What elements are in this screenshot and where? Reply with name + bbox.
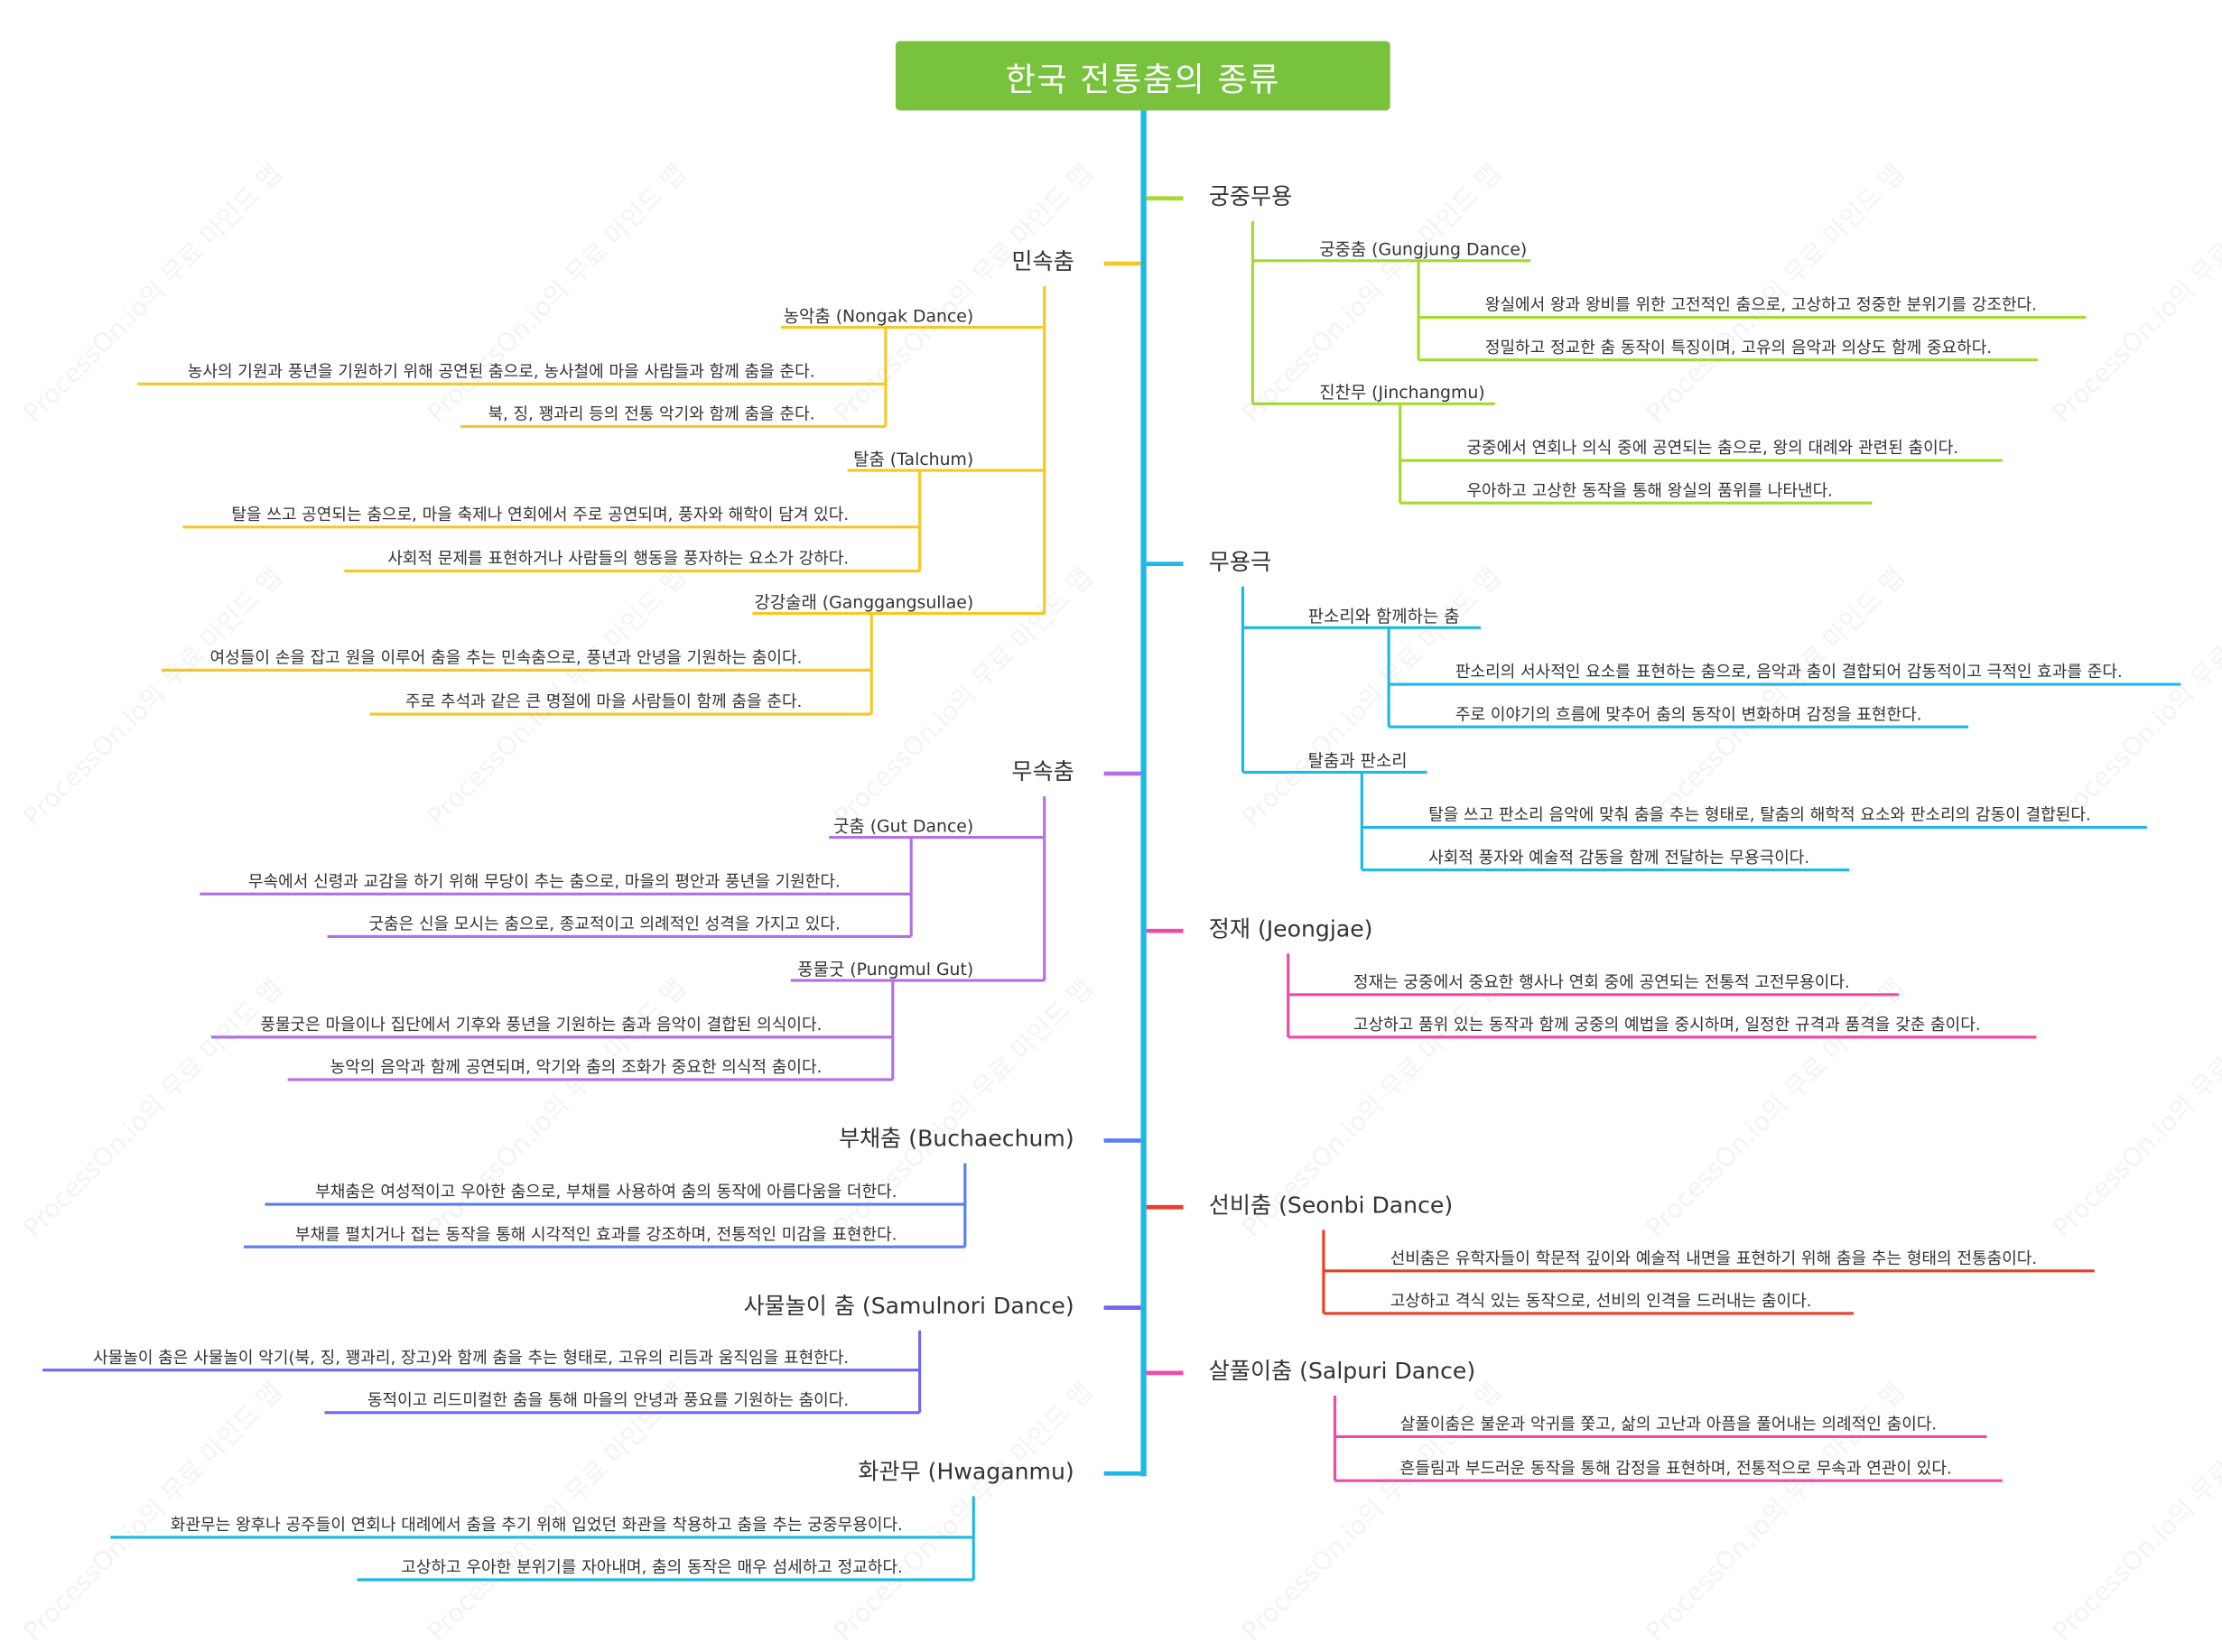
subtopic[interactable]: 궁중춤 (Gungjung Dance) [1319,239,1528,260]
branch-topic[interactable]: 사물놀이 춤 (Samulnori Dance) [743,1292,1074,1320]
subtopic[interactable]: 강강술래 (Ganggangsullae) [754,592,974,613]
branch-topic[interactable]: 무용극 [1208,548,1272,576]
note-text[interactable]: 풍물굿은 마을이나 집단에서 기후와 풍년을 기원하는 춤과 음악이 결합된 의… [260,1014,823,1035]
note-text[interactable]: 우아하고 고상한 동작을 통해 왕실의 품위를 나타낸다. [1466,480,1833,501]
note-text[interactable]: 굿춤은 신을 모시는 춤으로, 종교적이고 의례적인 성격을 가지고 있다. [368,914,841,934]
note-text[interactable]: 부채를 펼치거나 접는 동작을 통해 시각적인 효과를 강조하며, 전통적인 미… [294,1224,897,1245]
branch-topic[interactable]: 살풀이춤 (Salpuri Dance) [1208,1357,1476,1385]
note-text[interactable]: 화관무는 왕후나 공주들이 연회나 대례에서 춤을 추기 위해 입었던 화관을 … [170,1514,903,1535]
branch-topic[interactable]: 민속춤 [1011,247,1074,275]
subtopic[interactable]: 판소리와 함께하는 춤 [1307,606,1460,626]
note-text[interactable]: 흔들림과 부드러운 동작을 통해 감정을 표현하며, 전통적으로 무속과 연관이… [1399,1458,1952,1478]
note-text[interactable]: 탈을 쓰고 공연되는 춤으로, 마을 축제나 연회에서 주로 공연되며, 풍자와… [231,504,850,524]
note-text[interactable]: 동적이고 리드미컬한 춤을 통해 마을의 안녕과 풍요를 기원하는 춤이다. [367,1389,850,1410]
subtopic[interactable]: 굿춤 (Gut Dance) [833,816,974,837]
note-text[interactable]: 정밀하고 정교한 춤 동작이 특징이며, 고유의 음악과 의상도 함께 중요하다… [1484,337,1993,357]
note-text[interactable]: 사회적 풍자와 예술적 감동을 함께 전달하는 무용극이다. [1428,847,1810,868]
branch-topic[interactable]: 화관무 (Hwaganmu) [858,1458,1074,1485]
branch-topic[interactable]: 선비춤 (Seonbi Dance) [1208,1191,1454,1219]
root-topic-label: 한국 전통춤의 종류 [1005,61,1280,99]
subtopic[interactable]: 진찬무 (Jinchangmu) [1319,382,1485,403]
note-text[interactable]: 궁중에서 연회나 의식 중에 공연되는 춤으로, 왕의 대례와 관련된 춤이다. [1466,437,1959,458]
note-text[interactable]: 고상하고 격식 있는 동작으로, 선비의 인격을 드러내는 춤이다. [1390,1290,1812,1311]
note-text[interactable]: 탈을 쓰고 판소리 음악에 맞춰 춤을 추는 형태로, 탈춤의 해학적 요소와 … [1428,804,2091,825]
branch-topic[interactable]: 궁중무용 [1208,182,1293,210]
branch-topic[interactable]: 부채춤 (Buchaechum) [838,1125,1074,1153]
note-text[interactable]: 농사의 기원과 풍년을 기원하기 위해 공연된 춤으로, 농사철에 마을 사람들… [187,361,815,382]
root-topic[interactable]: 한국 전통춤의 종류 [895,41,1390,111]
note-text[interactable]: 부채춤은 여성적이고 우아한 춤으로, 부채를 사용하여 춤의 동작에 아름다움… [315,1181,897,1202]
note-text[interactable]: 정재는 궁중에서 중요한 행사나 연회 중에 공연되는 전통적 고전무용이다. [1353,971,1850,992]
note-text[interactable]: 고상하고 우아한 분위기를 자아내며, 춤의 동작은 매우 섬세하고 정교하다. [401,1556,903,1577]
note-text[interactable]: 무속에서 신령과 교감을 하기 위해 무당이 추는 춤으로, 마을의 평안과 풍… [247,871,841,892]
note-text[interactable]: 사물놀이 춤은 사물놀이 악기(북, 징, 꽹과리, 장고)와 함께 춤을 추는… [92,1347,850,1368]
note-text[interactable]: 여성들이 손을 잡고 원을 이루어 춤을 추는 민속춤으로, 풍년과 안녕을 기… [209,647,803,668]
note-text[interactable]: 주로 이야기의 흐름에 맞추어 춤의 동작이 변화하며 감정을 표현한다. [1455,704,1922,725]
subtopic[interactable]: 탈춤과 판소리 [1307,750,1408,771]
note-text[interactable]: 주로 추석과 같은 큰 명절에 마을 사람들이 함께 춤을 춘다. [405,691,803,711]
note-text[interactable]: 사회적 문제를 표현하거나 사람들의 행동을 풍자하는 요소가 강하다. [387,548,850,569]
note-text[interactable]: 선비춤은 유학자들이 학문적 깊이와 예술적 내면을 표현하기 위해 춤을 추는… [1390,1248,2038,1268]
note-text[interactable]: 북, 징, 꽹과리 등의 전통 악기와 함께 춤을 춘다. [488,404,815,424]
subtopic[interactable]: 탈춤 (Talchum) [853,449,974,469]
note-text[interactable]: 왕실에서 왕과 왕비를 위한 고전적인 춤으로, 고상하고 정중한 분위기를 강… [1484,294,2037,315]
note-text[interactable]: 농악의 음악과 함께 공연되며, 악기와 춤의 조화가 중요한 의식적 춤이다. [330,1056,823,1077]
branch-topic[interactable]: 무속춤 [1011,757,1074,785]
note-text[interactable]: 고상하고 품위 있는 동작과 함께 궁중의 예법을 중시하며, 일정한 규격과 … [1353,1014,1981,1035]
note-text[interactable]: 판소리의 서사적인 요소를 표현하는 춤으로, 음악과 춤이 결합되어 감동적이… [1455,661,2123,682]
subtopic[interactable]: 농악춤 (Nongak Dance) [783,306,974,326]
subtopic[interactable]: 풍물굿 (Pungmul Gut) [797,959,974,979]
branch-topic[interactable]: 정재 (Jeongjae) [1208,914,1373,942]
note-text[interactable]: 살풀이춤은 불운과 악귀를 쫓고, 삶의 고난과 아픔을 풀어내는 의례적인 춤… [1399,1414,1938,1434]
